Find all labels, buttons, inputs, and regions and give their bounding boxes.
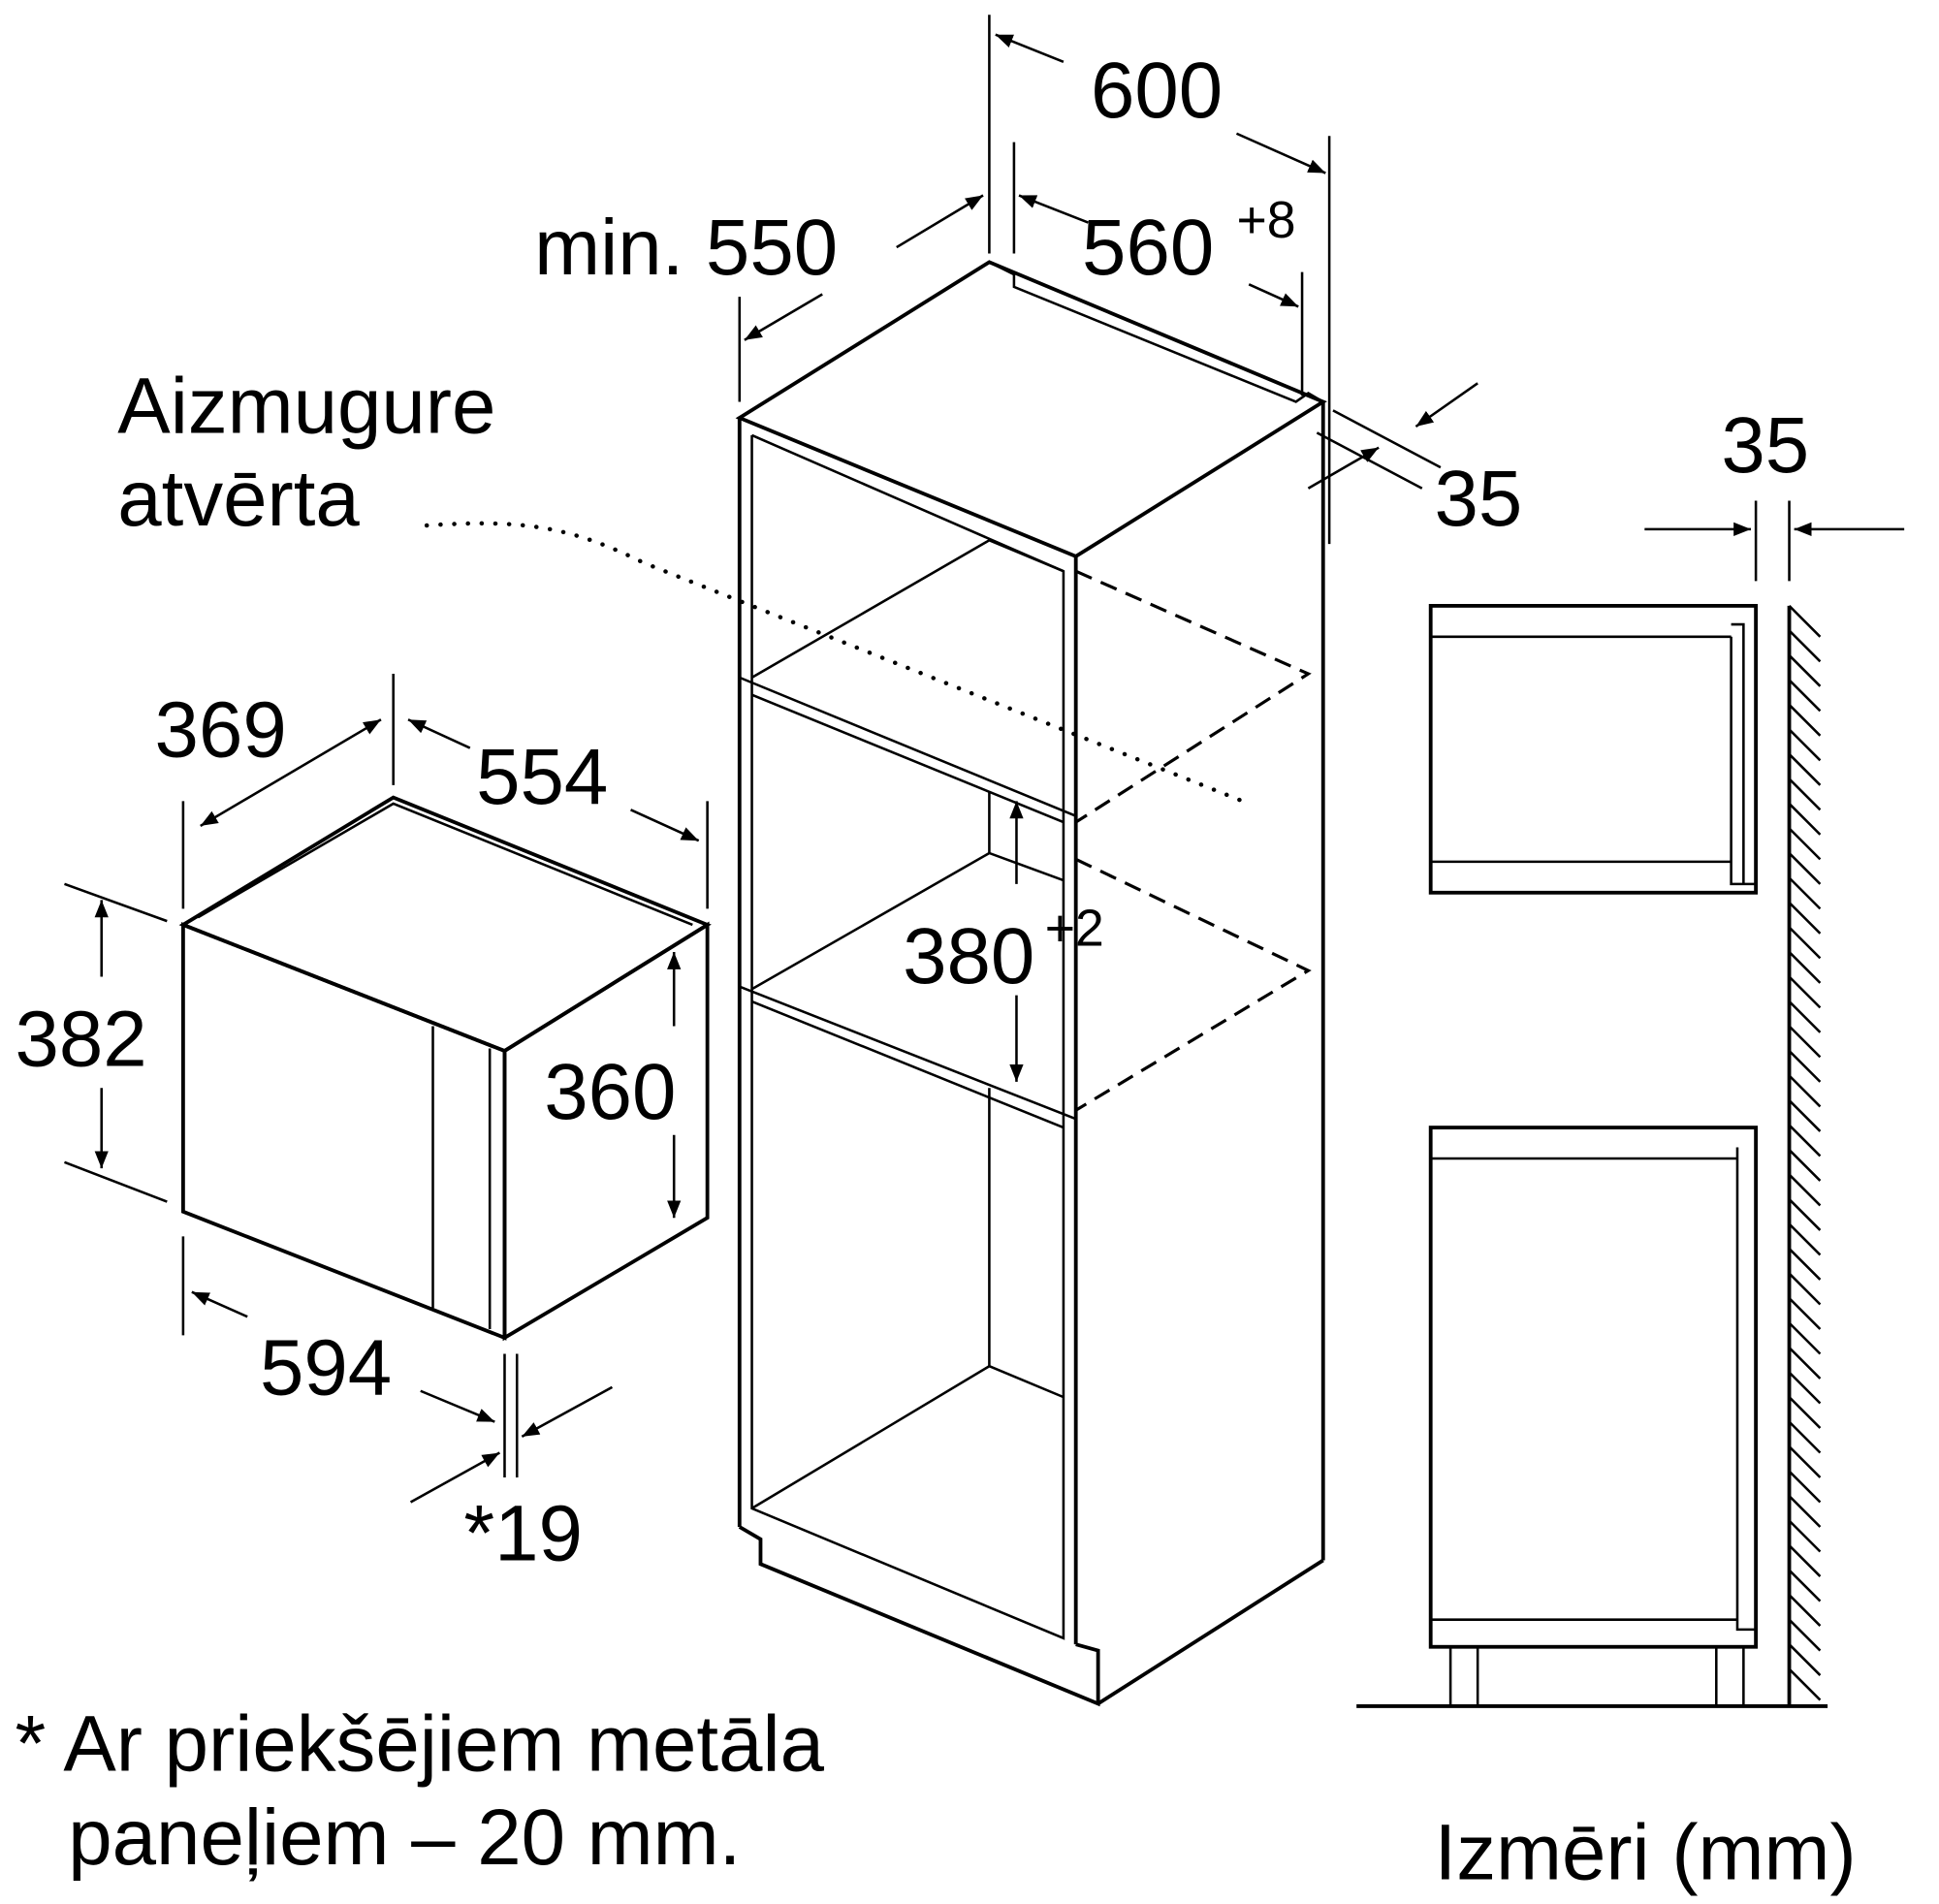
dim-microwave-depth: 369 <box>155 685 287 774</box>
dim-niche-height: 380 <box>903 912 1034 1000</box>
footnote-line2: paneļiem – 20 mm. <box>68 1793 741 1882</box>
dim-cabinet-width: 600 <box>1091 47 1223 135</box>
label-rear-open-line2: atvērta <box>117 455 360 543</box>
dim-microwave-height-body: 360 <box>544 1048 676 1136</box>
dim-back-gap: 35 <box>1435 455 1523 543</box>
microwave-drawing: 369 554 382 360 594 *19 <box>15 674 712 1577</box>
dim-cabinet-depth-min: min. 550 <box>534 204 838 292</box>
footnote-line1: * Ar priekšējiem metāla <box>15 1699 824 1788</box>
side-view-drawing: 35 <box>1356 401 1905 1708</box>
dim-niche-width-tolerance: +8 <box>1236 192 1295 249</box>
label-rear-open-line1: Aizmugure <box>117 362 495 450</box>
dim-microwave-height-total: 382 <box>15 995 146 1083</box>
dim-microwave-width-front: 594 <box>260 1324 392 1412</box>
units-label: Izmēri (mm) <box>1435 1808 1857 1896</box>
dim-front-offset: *19 <box>463 1489 583 1577</box>
dim-niche-height-tolerance: +2 <box>1045 901 1104 958</box>
dim-niche-width: 560 <box>1082 204 1214 292</box>
dim-wall-gap: 35 <box>1721 401 1809 490</box>
dim-microwave-width-top: 554 <box>476 733 608 821</box>
tall-cabinet-drawing: 600 min. 550 560 +8 380 +2 35 Aizmugure … <box>117 15 1523 1707</box>
